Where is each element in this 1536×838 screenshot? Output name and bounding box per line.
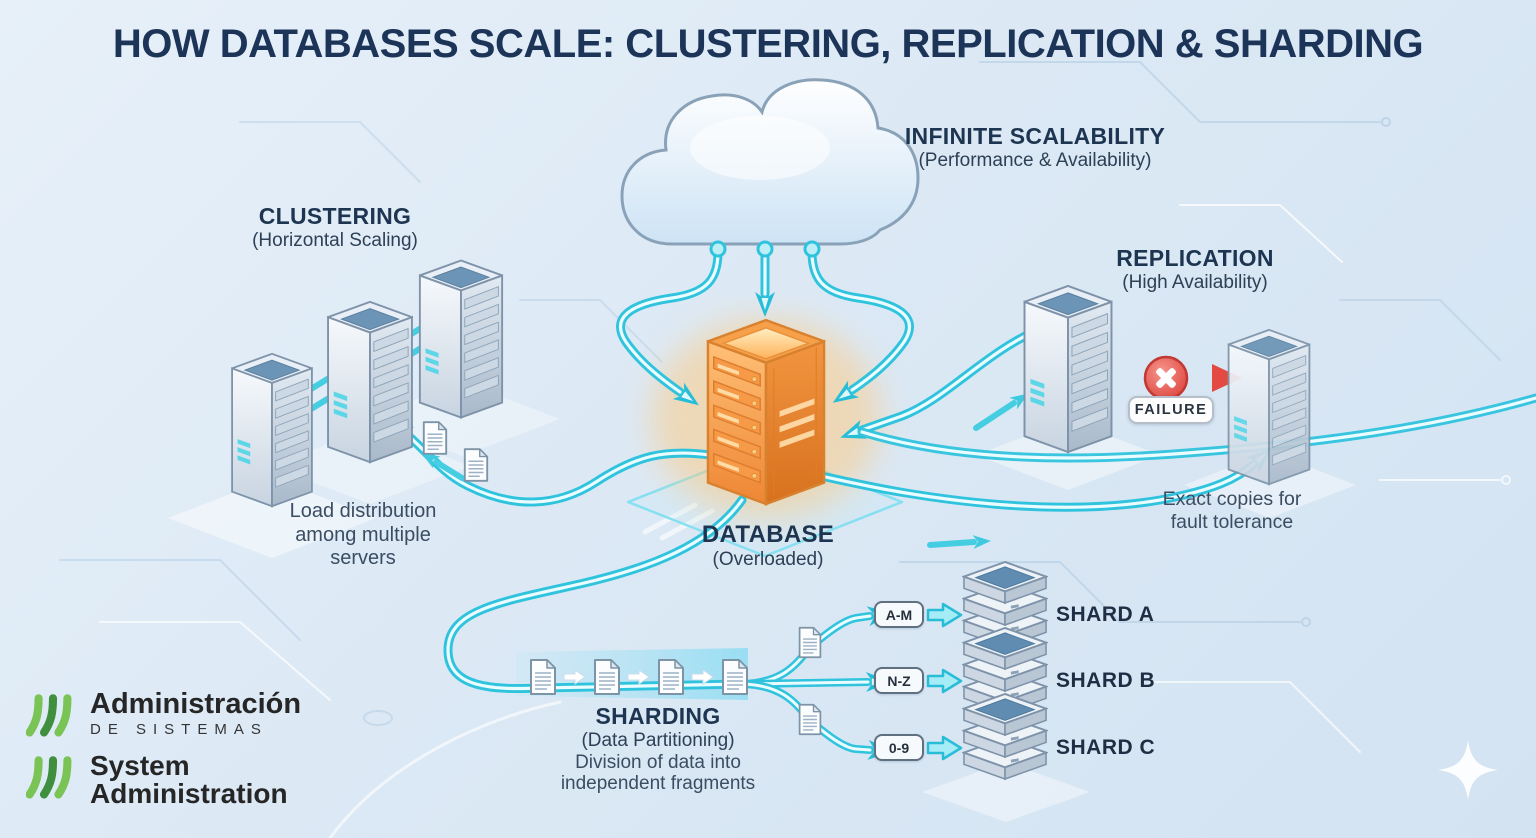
replication-label: REPLICATION (High Availability) — [1070, 245, 1320, 294]
shard-stacks — [962, 560, 1048, 781]
document-icon — [594, 659, 620, 695]
document-icon — [722, 659, 748, 695]
cloud-icon — [620, 78, 920, 258]
logo-leaves-icon — [26, 694, 72, 737]
shard-range-badge: N-Z — [874, 667, 924, 694]
infinite-scalability-subheading: (Performance & Availability) — [918, 149, 1152, 171]
shard-range-badge: 0-9 — [874, 734, 924, 761]
clustering-subheading: (Horizontal Scaling) — [252, 229, 418, 251]
replication-heading: REPLICATION — [1116, 245, 1274, 271]
shard-arrows — [926, 602, 963, 761]
server-tower-icon — [231, 352, 313, 508]
logo-line2: DE SISTEMAS — [90, 721, 268, 738]
shard-stack-icon — [962, 692, 1048, 781]
sharding-heading: SHARDING — [595, 703, 721, 729]
clustering-heading: CLUSTERING — [258, 203, 412, 229]
shard-c-label: SHARD C — [1056, 736, 1156, 759]
server-tower-icon — [418, 259, 504, 419]
logo-line1: Administración — [90, 688, 302, 720]
logo-line3: System — [90, 750, 190, 781]
page-title: HOW DATABASES SCALE: CLUSTERING, REPLICA… — [112, 22, 1424, 66]
brand-logo: Administración DE SISTEMAS System Admini… — [26, 690, 356, 810]
logo-leaves-icon — [26, 756, 72, 799]
database-label: DATABASE (Overloaded) — [658, 521, 878, 571]
documents — [422, 421, 822, 736]
shard-range-badge: A-M — [874, 601, 924, 628]
failure-badge: FAILURE — [1128, 396, 1214, 424]
sparkle-icon — [1438, 740, 1498, 800]
replication-subheading: (High Availability) — [1122, 271, 1268, 293]
shard-a-label: SHARD A — [1056, 603, 1155, 626]
document-icon — [463, 448, 489, 482]
clustering-label: CLUSTERING (Horizontal Scaling) — [210, 203, 460, 252]
sharding-caption: Division of data into independent fragme… — [560, 751, 756, 795]
document-icon — [798, 703, 822, 736]
server-tower-icon — [1023, 284, 1113, 454]
server-tower-icon — [1227, 328, 1311, 486]
document-icon — [530, 659, 556, 695]
shard-b-label: SHARD B — [1056, 669, 1156, 692]
document-icon — [422, 421, 448, 455]
infinite-scalability-label: INFINITE SCALABILITY (Performance & Avai… — [890, 123, 1180, 172]
database-server-icon — [706, 318, 826, 506]
database-heading: DATABASE — [701, 521, 835, 548]
failure-arrow — [1108, 355, 1242, 401]
document-icon — [658, 659, 684, 695]
database-subheading: (Overloaded) — [712, 548, 824, 570]
replication-caption: Exact copies for fault tolerance — [1162, 488, 1302, 533]
server-tower-icon — [327, 300, 413, 464]
flow-arrow-icon — [563, 669, 714, 685]
document-icon — [798, 626, 822, 659]
logo-line4: Administration — [90, 778, 288, 809]
clustering-caption: Load distribution among multiple servers — [289, 500, 437, 570]
sharding-subheading: (Data Partitioning) — [581, 729, 735, 751]
sharding-label: SHARDING (Data Partitioning) Division of… — [528, 703, 788, 795]
infinite-scalability-heading: INFINITE SCALABILITY — [904, 123, 1166, 149]
